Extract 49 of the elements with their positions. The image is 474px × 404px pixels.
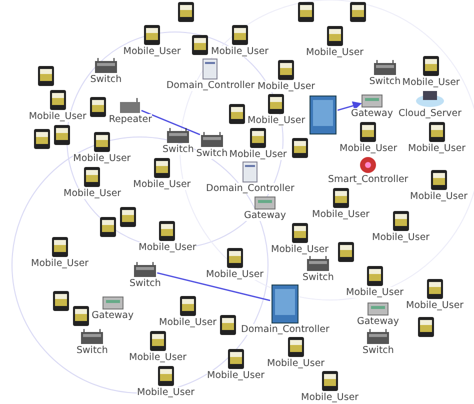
device-label: Cloud_Server bbox=[398, 108, 462, 120]
device-label: Switch bbox=[196, 148, 228, 159]
device-label: Mobile_User bbox=[248, 114, 306, 126]
device-label: Domain_Controller bbox=[166, 80, 255, 92]
device-label: Mobile_User bbox=[207, 370, 265, 380]
device-label: Mobile_User bbox=[159, 316, 217, 328]
device-label: Mobile_User bbox=[312, 209, 370, 220]
device-label: Gateway bbox=[244, 210, 286, 222]
device-label: Mobile_User bbox=[28, 111, 86, 122]
device-label: Mobile_User bbox=[402, 77, 460, 88]
device-label: Mobile_User bbox=[129, 352, 187, 362]
device-label: Switch bbox=[76, 345, 108, 356]
device-label: Mobile_User bbox=[206, 269, 264, 280]
device-label: Mobile_User bbox=[137, 386, 195, 398]
device-label: Mobile_User bbox=[346, 286, 404, 298]
device-label: Mobile_User bbox=[372, 232, 430, 243]
device-label: Mobile_User bbox=[73, 152, 131, 164]
device-label: Domain_Controller bbox=[241, 324, 330, 336]
device-label: Mobile_User bbox=[410, 190, 468, 202]
device-label: Gateway bbox=[92, 310, 134, 321]
device-label: Mobile_User bbox=[340, 143, 398, 154]
device-label: Mobile_User bbox=[123, 46, 181, 58]
device-label: Mobile_User bbox=[408, 143, 466, 154]
device-label: Mobile_User bbox=[306, 46, 364, 58]
link-line bbox=[141, 110, 200, 136]
device-label: Switch bbox=[362, 344, 394, 356]
device-label: Switch bbox=[130, 278, 161, 289]
device-label: Mobile_User bbox=[267, 358, 325, 370]
device-label: Mobile_User bbox=[133, 178, 191, 190]
device-label: Mobile_User bbox=[31, 258, 89, 269]
device-label: Switch bbox=[302, 272, 334, 284]
device-label: Gateway bbox=[357, 316, 399, 327]
device-label: Switch bbox=[162, 144, 194, 154]
device-label: Mobile_User bbox=[258, 80, 316, 92]
device-label: Switch bbox=[90, 74, 122, 85]
link-line bbox=[157, 272, 270, 302]
device-label: Mobile_User bbox=[64, 188, 122, 198]
device-label: Mobile_User bbox=[138, 242, 196, 253]
device-label: Mobile_User bbox=[406, 300, 464, 311]
device-label: Mobile_User bbox=[211, 46, 269, 57]
device-label: Mobile_User bbox=[271, 244, 329, 256]
device-label: Smart_Controller bbox=[328, 174, 408, 186]
arrow bbox=[337, 101, 362, 111]
device-label: Switch bbox=[369, 76, 401, 87]
device-label: Gateway bbox=[351, 108, 393, 120]
device-label: Repeater bbox=[108, 114, 152, 125]
device-label: Mobile_User bbox=[301, 392, 359, 403]
device-label: Mobile_User bbox=[229, 148, 287, 160]
device-label: Domain_Controller bbox=[206, 182, 294, 194]
